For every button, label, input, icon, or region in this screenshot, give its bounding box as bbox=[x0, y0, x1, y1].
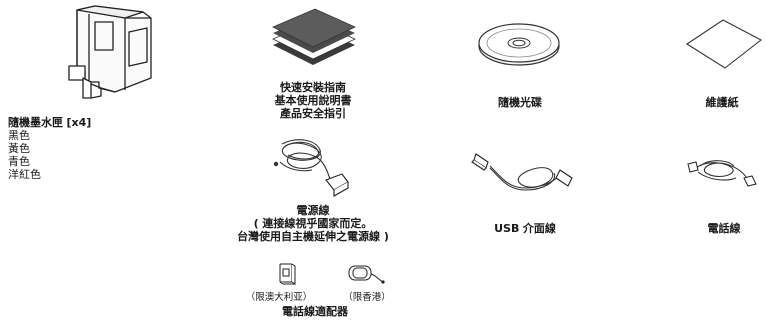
quick-setup-guide-label: 快速安裝指南 bbox=[280, 81, 346, 94]
cdrom-label: 隨機光碟 bbox=[498, 96, 542, 109]
telephone-cord-image bbox=[686, 152, 758, 192]
cdrom-caption: 隨機光碟 bbox=[470, 96, 570, 109]
adapter-hongkong-note: （限香港） bbox=[343, 292, 391, 303]
ink-cartridge-image bbox=[55, 2, 165, 107]
ink-color-black: 黑色 bbox=[8, 129, 30, 142]
cleaning-sheet-caption: 維護紙 bbox=[680, 96, 764, 109]
power-cord-note-2: 台灣使用自主機延伸之電源線 ) bbox=[237, 230, 389, 243]
power-cord-image bbox=[268, 136, 354, 200]
cleaning-sheet-image bbox=[683, 16, 763, 72]
adapter-caption: 電話線適配器 bbox=[250, 305, 380, 318]
product-safety-guide-label: 產品安全指引 bbox=[280, 107, 346, 120]
ink-color-cyan: 青色 bbox=[8, 155, 30, 168]
ink-cartridge-title-line: 隨機墨水匣 [x4] bbox=[8, 116, 138, 129]
usb-prefix: USB bbox=[494, 222, 520, 235]
basic-user-guide-label: 基本使用說明書 bbox=[274, 94, 352, 107]
adapter-label: 電話線適配器 bbox=[282, 305, 348, 318]
cdrom-image bbox=[476, 18, 562, 68]
telephone-cord-label: 電話線 bbox=[707, 222, 741, 235]
ink-cartridge-count: [x4] bbox=[66, 116, 92, 129]
documents-caption: 快速安裝指南 基本使用說明書 產品安全指引 bbox=[248, 81, 378, 120]
adapter-australia-note: （限澳大利亚） bbox=[245, 292, 313, 303]
ink-color-yellow: 黃色 bbox=[8, 142, 30, 155]
usb-cable-label: 介面線 bbox=[522, 222, 556, 235]
adapter-hongkong-image bbox=[343, 262, 387, 288]
ink-cartridge-title: 隨機墨水匣 bbox=[8, 116, 63, 129]
documents-image bbox=[263, 3, 363, 73]
telephone-cord-caption: 電話線 bbox=[686, 222, 762, 235]
usb-cable-caption: USB 介面線 bbox=[470, 222, 580, 235]
power-cord-title: 電源線 bbox=[296, 204, 330, 217]
adapter-australia-image bbox=[277, 262, 297, 286]
cleaning-sheet-label: 維護紙 bbox=[705, 96, 739, 109]
power-cord-caption: 電源線 ( 連接線視乎國家而定。 台灣使用自主機延伸之電源線 ) bbox=[218, 204, 408, 243]
ink-color-magenta: 洋紅色 bbox=[8, 168, 41, 181]
usb-cable-image bbox=[468, 148, 578, 198]
ink-cartridge-caption: 隨機墨水匣 [x4] 黑色 黃色 青色 洋紅色 bbox=[8, 116, 138, 181]
power-cord-note-1: ( 連接線視乎國家而定。 bbox=[253, 217, 373, 230]
